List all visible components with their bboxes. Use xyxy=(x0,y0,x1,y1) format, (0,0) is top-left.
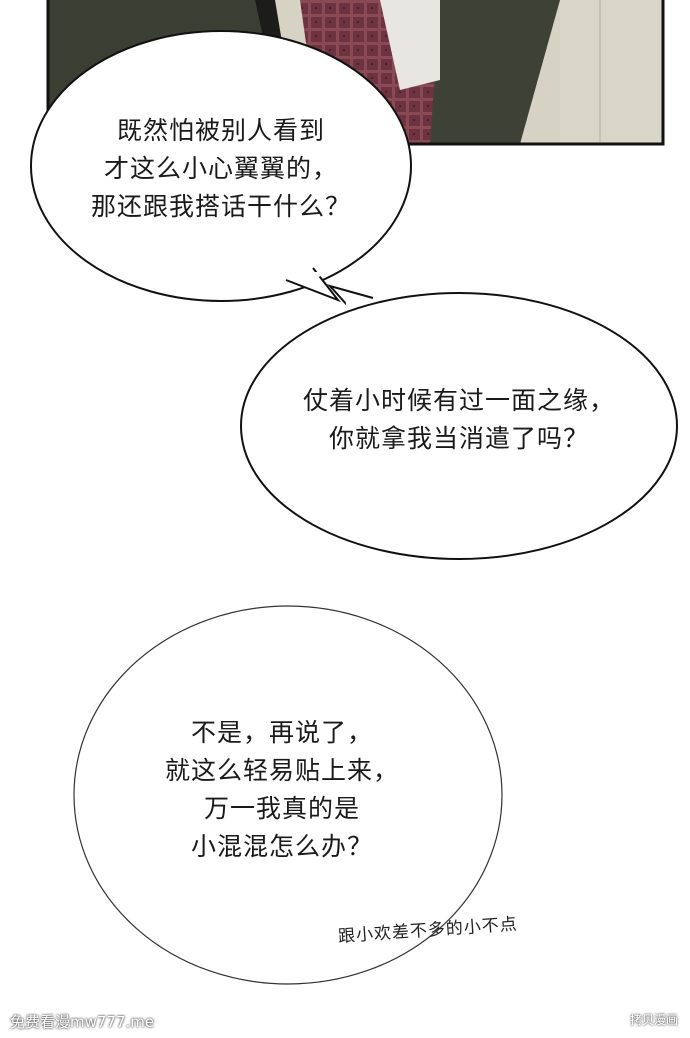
bubble-1-line-1: 既然怕被别人看到 xyxy=(116,116,325,145)
bubble-3-line-4: 小混混怎么办？ xyxy=(190,832,373,861)
bubble-1-line-3: 那还跟我搭话干什么？ xyxy=(90,192,351,221)
bubble-text-3: 不是，再说了， 就这么轻易贴上来， 万一我真的是 小混混怎么办？ xyxy=(58,714,506,866)
speech-bubble-2: 仗着小时候有过一面之缘， 你就拿我当消遣了吗？ xyxy=(238,276,680,562)
speech-bubble-1: 既然怕被别人看到 才这么小心翼翼的， 那还跟我搭话干什么？ xyxy=(28,28,414,304)
bubble-3-line-3: 万一我真的是 xyxy=(203,794,360,823)
bubble-3-line-1: 不是，再说了， xyxy=(190,718,373,747)
bubble-outline-2 xyxy=(240,284,678,560)
bubble-2-line-2: 你就拿我当消遣了吗？ xyxy=(328,424,589,453)
bubble-2-line-1: 仗着小时候有过一面之缘， xyxy=(302,386,615,415)
watermark-site: 免费看漫mw777.me xyxy=(10,1013,155,1031)
watermark-corner: 拷贝漫画 xyxy=(629,1013,678,1027)
bubble-text-1: 既然怕被别人看到 才这么小心翼翼的， 那还跟我搭话干什么？ xyxy=(28,112,414,226)
bubble-text-2: 仗着小时候有过一面之缘， 你就拿我当消遣了吗？ xyxy=(238,382,680,458)
bubble-outline-3 xyxy=(73,605,503,985)
bubble-3-line-2: 就这么轻易贴上来， xyxy=(164,756,399,785)
speech-bubble-3: 不是，再说了， 就这么轻易贴上来， 万一我真的是 小混混怎么办？ xyxy=(70,602,506,988)
bubble-outline-1 xyxy=(30,30,412,303)
bubble-1-line-2: 才这么小心翼翼的， xyxy=(103,154,338,183)
